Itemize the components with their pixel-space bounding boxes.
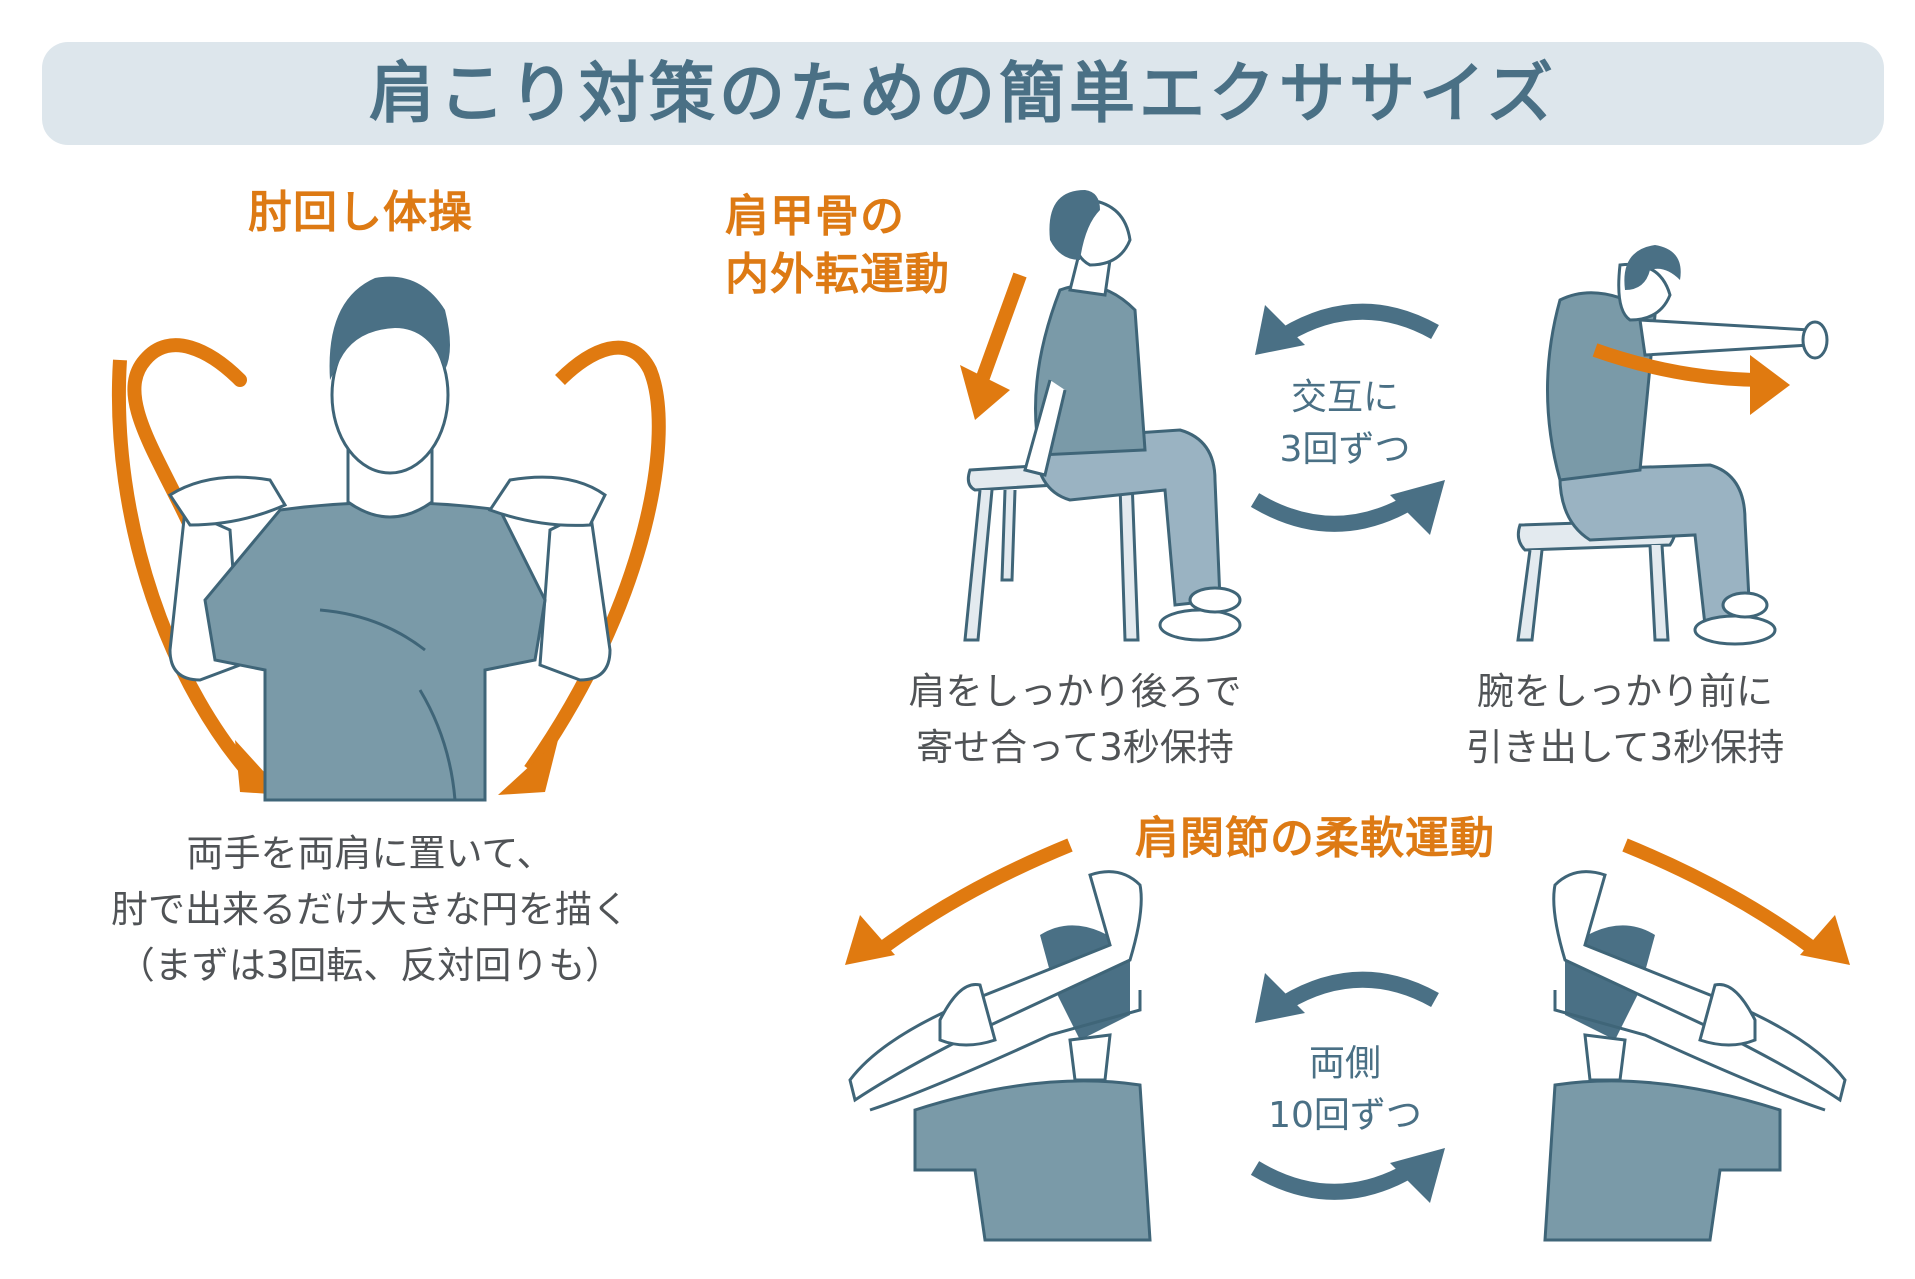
step-2-caption: 腕をしっかり前に 引き出して3秒保持 (1440, 664, 1810, 776)
figure-overhead-stretch-right-icon (1543, 838, 1850, 1242)
caption-line: 肩をしっかり後ろで (908, 670, 1242, 713)
figure-seated-chest-open-icon (960, 190, 1242, 642)
shoulder-exercise-heading: 肩関節の柔軟運動 (1135, 813, 1495, 864)
description-line: 両手を両肩に置いて、 (186, 832, 554, 875)
figure-elbow-circles-icon (111, 276, 666, 802)
page-title: 肩こり対策のための簡単エクササイズ (368, 54, 1558, 132)
rotation-label-line: 両側 (1308, 1043, 1381, 1084)
elbow-exercise-description: 両手を両肩に置いて、 肘で出来るだけ大きな円を描く （まずは3回転、反対回りも） (90, 826, 650, 994)
figure-seated-arms-forward-icon (1516, 245, 1829, 646)
elbow-exercise-heading: 肘回し体操 (248, 187, 473, 238)
heading-line: 肩甲骨の (725, 191, 905, 242)
step-1-caption: 肩をしっかり後ろで 寄せ合って3秒保持 (895, 664, 1255, 776)
rotation-arrows-icon (1250, 971, 1445, 1203)
caption-line: 腕をしっかり前に (1477, 670, 1773, 713)
rotation-label-line: 3回ずつ (1279, 429, 1411, 470)
title-banner: 肩こり対策のための簡単エクササイズ (42, 42, 1884, 145)
rotation-label: 両側 10回ずつ (1250, 1038, 1440, 1142)
description-line: 肘で出来るだけ大きな円を描く (111, 888, 629, 931)
rotation-label: 交互に 3回ずつ (1250, 372, 1440, 476)
rotation-arrows-icon (1250, 303, 1445, 535)
caption-line: 引き出して3秒保持 (1465, 726, 1785, 769)
scapula-exercise-heading: 肩甲骨の 内外転運動 (725, 188, 950, 304)
description-line: （まずは3回転、反対回りも） (117, 944, 623, 987)
rotation-label-line: 交互に (1290, 377, 1399, 418)
figure-overhead-stretch-left-icon (845, 838, 1152, 1242)
rotation-label-line: 10回ずつ (1268, 1095, 1422, 1136)
caption-line: 寄せ合って3秒保持 (916, 726, 1234, 769)
heading-line: 内外転運動 (725, 249, 950, 300)
